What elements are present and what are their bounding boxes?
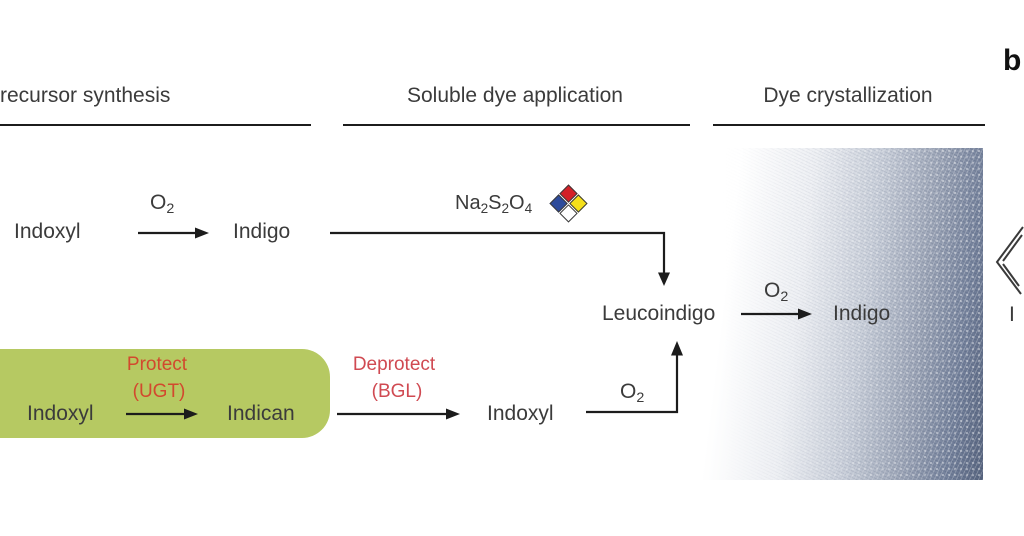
enzyme-bgl-label: (BGL) xyxy=(371,381,423,402)
stage1-underline xyxy=(0,124,311,126)
stage-header-soluble-dye-application: Soluble dye application xyxy=(407,84,623,107)
molecule-indican: Indican xyxy=(227,402,295,425)
clipped-molecule-label: I xyxy=(1009,303,1015,326)
molecule-indigo-final: Indigo xyxy=(833,302,891,325)
reagent-sodium-dithionite: Na2S2O4 xyxy=(455,192,533,216)
nfpa-hazard-diamond-icon xyxy=(548,183,588,223)
reagent-o2-middle: O2 xyxy=(764,279,789,305)
molecule-indoxyl-deprotected: Indoxyl xyxy=(487,402,554,425)
stage2-underline xyxy=(343,124,690,126)
stage-header-precursor-synthesis: recursor synthesis xyxy=(0,84,171,107)
molecule-indoxyl-top: Indoxyl xyxy=(14,220,81,243)
enzyme-ugt-label: (UGT) xyxy=(132,381,186,402)
molecule-indigo-top: Indigo xyxy=(233,220,291,243)
reagent-o2-bottom: O2 xyxy=(620,380,645,406)
panel-label-b: b xyxy=(1003,44,1022,77)
reaction-protect-label: Protect xyxy=(126,354,188,375)
molecule-leucoindigo: Leucoindigo xyxy=(602,302,716,325)
stage3-underline xyxy=(713,124,985,126)
benzene-ring-fragment-icon xyxy=(995,226,1024,295)
reagent-o2-top: O2 xyxy=(150,191,175,217)
arrow-indoxyl-to-leucoindigo xyxy=(586,355,679,414)
arrow-indigo-to-leucoindigo xyxy=(330,231,666,273)
reaction-deprotect-label: Deprotect xyxy=(352,354,436,375)
stage-header-dye-crystallization: Dye crystallization xyxy=(763,84,933,107)
molecule-indoxyl-bottom: Indoxyl xyxy=(27,402,94,425)
biosynthesis-highlight-box xyxy=(0,349,330,438)
